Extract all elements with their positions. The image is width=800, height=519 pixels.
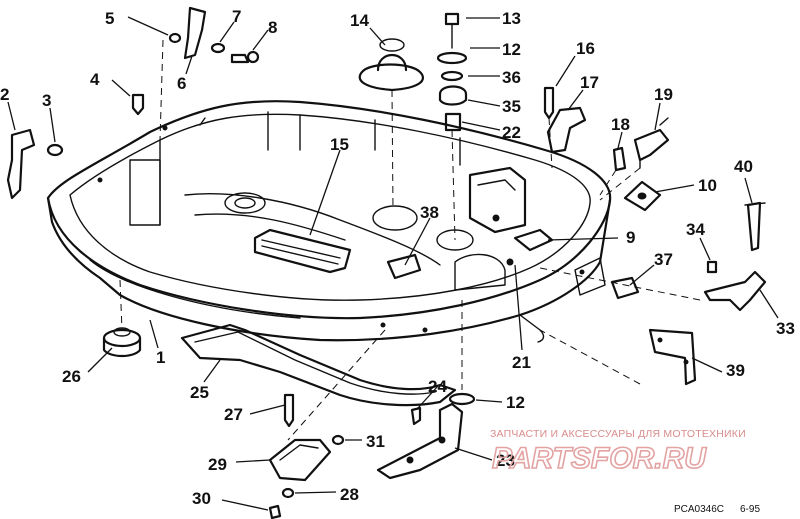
grommet-10 xyxy=(623,180,662,212)
callout-6: 6 xyxy=(177,74,186,93)
callout-17: 17 xyxy=(580,73,599,92)
callout-14: 14 xyxy=(350,11,369,30)
bracket-29 xyxy=(268,393,345,519)
grommet-26 xyxy=(102,327,142,358)
boot-14 xyxy=(358,38,425,92)
callout-13: 13 xyxy=(502,9,521,28)
plug-37 xyxy=(610,276,640,300)
bracket-17 xyxy=(543,86,587,154)
callout-23: 23 xyxy=(496,451,515,470)
callout-4: 4 xyxy=(90,70,100,89)
callout-10: 10 xyxy=(698,176,717,195)
callout-labels: 5 6 7 8 4 2 3 14 13 12 36 35 22 16 17 18… xyxy=(0,7,795,508)
figure-footer: PCA0346C 6-95 xyxy=(674,504,760,515)
callout-1: 1 xyxy=(156,348,165,367)
callout-37: 37 xyxy=(654,250,673,269)
mount-stack xyxy=(436,12,468,132)
clip-18 xyxy=(612,146,627,172)
callout-35: 35 xyxy=(502,97,521,116)
callout-28: 28 xyxy=(340,485,359,504)
callout-27: 27 xyxy=(224,405,243,424)
watermark: ЗАПЧАСТИ И АКСЕССУАРЫ ДЛЯ МОТОТЕХНИКИ PA… xyxy=(490,428,746,476)
callout-25: 25 xyxy=(190,383,209,402)
assembly-lines xyxy=(119,39,701,441)
figure-code: PCA0346C xyxy=(674,504,724,515)
callout-26: 26 xyxy=(62,367,81,386)
callout-16: 16 xyxy=(576,39,595,58)
callout-29: 29 xyxy=(208,455,227,474)
top-left-parts xyxy=(6,6,260,200)
figure-date: 6-95 xyxy=(740,504,760,515)
callout-12-bottom: 12 xyxy=(506,393,525,412)
callout-39: 39 xyxy=(726,361,745,380)
callout-34: 34 xyxy=(686,220,705,239)
hook-40 xyxy=(744,201,766,252)
lower-cover xyxy=(46,100,612,343)
bottom-seal xyxy=(180,323,457,407)
callout-9: 9 xyxy=(626,228,635,247)
callout-3: 3 xyxy=(42,91,51,110)
callout-22: 22 xyxy=(502,123,521,142)
bracket-23 xyxy=(376,392,476,480)
callout-7: 7 xyxy=(232,7,241,26)
leader-lines xyxy=(7,16,779,511)
watermark-logo: PARTSFOR.RU xyxy=(492,442,707,475)
callout-24: 24 xyxy=(428,377,447,396)
bracket-33 xyxy=(703,260,767,312)
fitting-19 xyxy=(633,117,670,169)
callout-19: 19 xyxy=(654,85,673,104)
callout-15: 15 xyxy=(330,135,349,154)
callout-21: 21 xyxy=(512,353,531,372)
watermark-caption: ЗАПЧАСТИ И АКСЕССУАРЫ ДЛЯ МОТОТЕХНИКИ xyxy=(490,428,746,440)
callout-38: 38 xyxy=(420,203,439,222)
callout-31: 31 xyxy=(366,432,385,451)
callout-18: 18 xyxy=(611,115,630,134)
callout-40: 40 xyxy=(734,157,753,176)
callout-12-top: 12 xyxy=(502,40,521,59)
callout-5: 5 xyxy=(105,9,114,28)
callout-2: 2 xyxy=(0,85,9,104)
callout-33: 33 xyxy=(776,319,795,338)
callout-36: 36 xyxy=(502,68,521,87)
plate-39 xyxy=(648,328,697,386)
callout-8: 8 xyxy=(268,18,277,37)
callout-30: 30 xyxy=(192,489,211,508)
